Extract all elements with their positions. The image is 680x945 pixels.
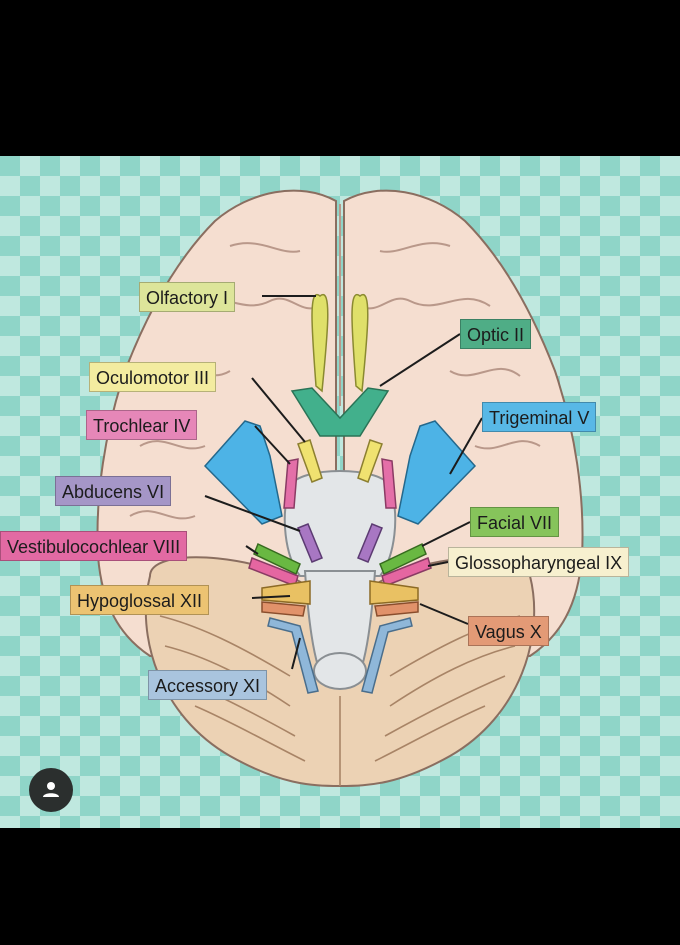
abducens-right: [357, 523, 383, 563]
label-glossopharyngeal: Glossopharyngeal IX: [448, 547, 630, 577]
accessory-left: [267, 617, 319, 694]
olfactory-right: [351, 293, 369, 393]
label-trigeminal: Trigeminal V: [482, 402, 597, 432]
olfactory-left: [311, 293, 329, 393]
facial-left: [253, 542, 301, 576]
vagus-right: [374, 601, 419, 617]
accessory-right: [361, 617, 413, 694]
vagus-left: [261, 601, 306, 617]
right-hemisphere: [343, 189, 584, 657]
label-accessory: Accessory XI: [148, 670, 268, 700]
medulla: [303, 570, 377, 667]
label-olfactory: Olfactory I: [139, 282, 236, 312]
label-trochlear: Trochlear IV: [86, 410, 198, 440]
spinal-cord: [313, 652, 367, 690]
label-optic: Optic II: [460, 319, 532, 349]
hypoglossal-left: [261, 580, 311, 605]
label-oculomotor: Oculomotor III: [89, 362, 217, 392]
facial-right: [379, 542, 427, 576]
trigeminal-left: [203, 420, 283, 525]
avatar-button[interactable]: [29, 768, 73, 812]
pons: [283, 470, 397, 577]
trigeminal-right: [397, 420, 477, 525]
label-vagus: Vagus X: [468, 616, 549, 646]
label-vestibulocochlear: Vestibulocochlear VIII: [0, 531, 188, 561]
optic-chiasm: [290, 387, 390, 437]
label-abducens: Abducens VI: [55, 476, 172, 506]
person-icon: [43, 782, 59, 797]
leader-lines: [204, 295, 483, 670]
label-facial: Facial VII: [470, 507, 560, 537]
glossopharyngeal-right: [369, 580, 419, 605]
trochlear-right: [381, 458, 397, 509]
label-hypoglossal: Hypoglossal XII: [70, 585, 210, 615]
diagram-panel: Olfactory I Optic II Oculomotor III Trig…: [0, 156, 680, 828]
abducens-left: [297, 523, 323, 563]
oculomotor-right: [357, 439, 383, 483]
oculomotor-left: [297, 439, 323, 483]
trochlear-left: [283, 458, 299, 509]
